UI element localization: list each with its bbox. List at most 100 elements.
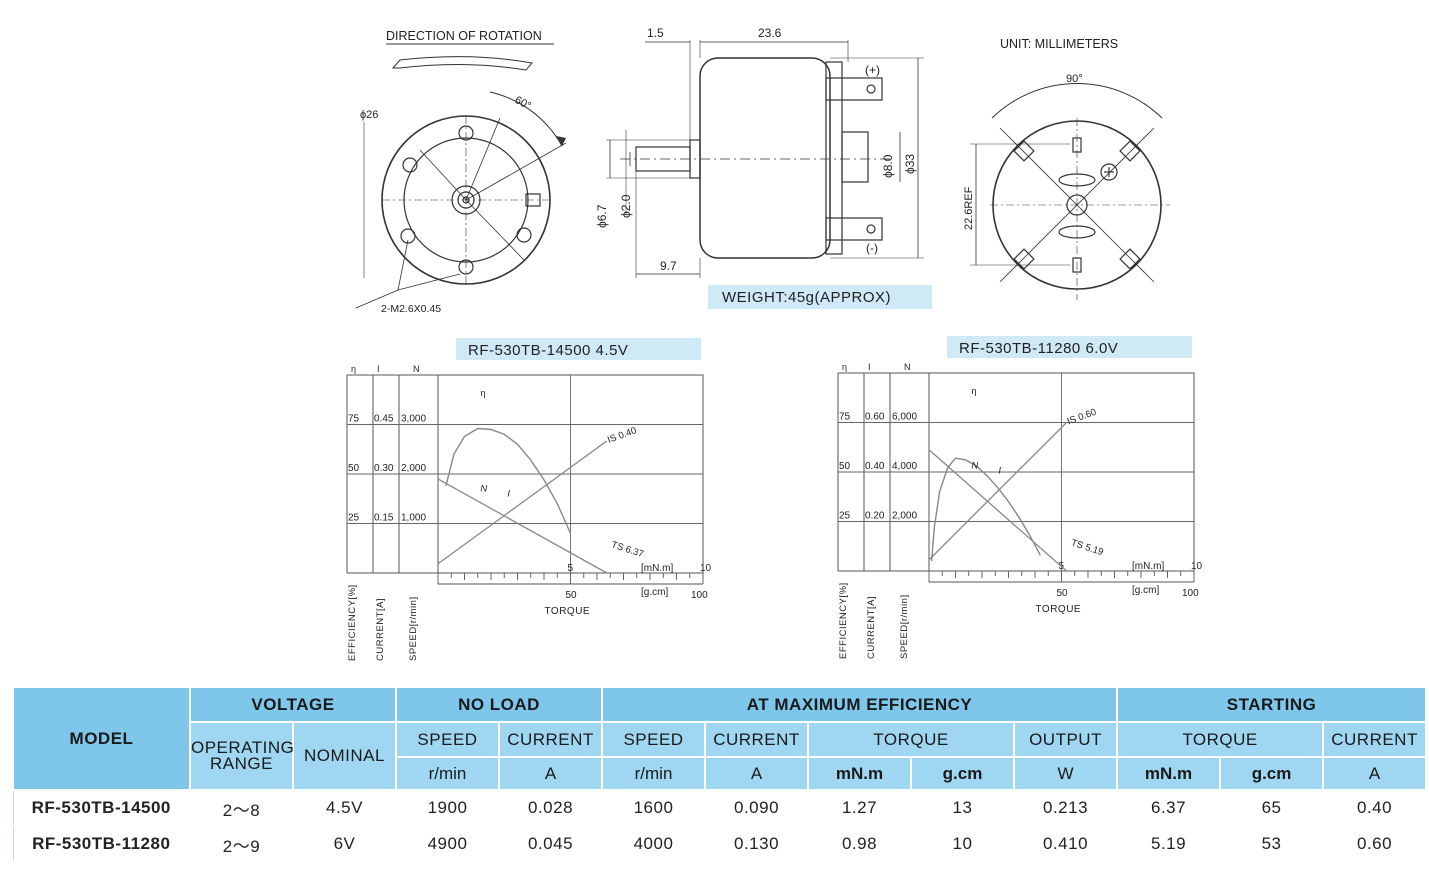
x-tick-label-mnm: 10 [700, 563, 712, 574]
x-tick-label-mnm: 10 [1191, 561, 1203, 572]
dim-23.6: 23.6 [758, 26, 782, 40]
cur-tick-label: 0.45 [374, 414, 394, 425]
table-cell: RF-530TB-14500 [12, 789, 191, 827]
table-cell: 1.27 [807, 789, 913, 827]
x-axis-label: TORQUE [545, 606, 591, 617]
cur-tick-label: 0.40 [865, 461, 885, 472]
table-cell: 0.60 [1322, 825, 1428, 863]
x-unit-gcm: [g.cm] [1132, 585, 1159, 596]
unit-st-a: A [1322, 756, 1428, 791]
direction-of-rotation-label: DIRECTION OF ROTATION [386, 29, 542, 43]
y-axis-label: EFFICIENCY[%] [347, 584, 358, 661]
cur-tick-label: 0.60 [865, 412, 885, 423]
chart-title-box [456, 338, 701, 360]
table-cell: 65 [1219, 789, 1325, 827]
efficiency-curve [930, 457, 1041, 562]
spd-tick-label: 6,000 [892, 412, 917, 423]
cur-tick-label: 0.20 [865, 511, 885, 522]
plus-terminal-label: (+) [865, 63, 880, 77]
table-cell: 0.090 [704, 789, 810, 827]
table-cell: 13 [910, 789, 1016, 827]
header-nl-speed: SPEED [395, 721, 500, 758]
header-voltage: VOLTAGE [189, 686, 397, 723]
unit-st-gcm: g.cm [1219, 756, 1325, 791]
eff-tick-label: 75 [839, 412, 851, 423]
unit-st-mnm: mN.m [1116, 756, 1222, 791]
weight-label: WEIGHT:45g(APPROX) [722, 289, 891, 306]
header-me-torque: TORQUE [807, 721, 1016, 758]
current-series-label: I [507, 489, 510, 500]
eta-label: η [971, 386, 976, 396]
diameter-26-label: ϕ26 [360, 109, 378, 121]
table-cell: RF-530TB-11280 [12, 825, 191, 863]
rear-angle-label: 90° [1066, 73, 1083, 85]
current-line [437, 440, 608, 565]
dim-8.0: ϕ8.0 [881, 154, 895, 178]
x-tick-label-gcm: 100 [1182, 588, 1199, 599]
header-starting: STARTING [1116, 686, 1428, 723]
eff-tick-label: 25 [348, 513, 360, 524]
table-cell: 1600 [601, 789, 707, 827]
table-cell: 1900 [395, 789, 500, 827]
unit-me-speed: r/min [601, 756, 707, 791]
y-axis-label: SPEED[r/min] [408, 596, 419, 661]
dim-9.7: 9.7 [660, 259, 677, 273]
table-cell: 0.213 [1013, 789, 1119, 827]
y-axis-label: CURRENT[A] [866, 596, 877, 659]
axis-symbol: N [904, 362, 911, 372]
table-cell: 2～8 [189, 789, 294, 827]
unit-nl-speed: r/min [395, 756, 500, 791]
y-axis-label: SPEED[r/min] [899, 594, 910, 659]
x-tick-label-gcm: 50 [1057, 588, 1069, 599]
spd-tick-label: 1,000 [401, 513, 426, 524]
stall-torque-label: TS 5.19 [1070, 537, 1105, 558]
eta-label: η [480, 388, 485, 398]
header-no-load: NO LOAD [394, 686, 604, 723]
table-cell: 2～9 [189, 825, 294, 863]
rear-ref-label: 22.6REF [963, 186, 975, 230]
unit-me-gcm: g.cm [910, 756, 1016, 791]
current-line [928, 422, 1067, 561]
efficiency-curve [445, 427, 572, 534]
header-st-current: CURRENT [1322, 721, 1428, 758]
header-me-speed: SPEED [601, 721, 707, 758]
spec-table: MODEL VOLTAGE NO LOAD AT MAXIMUM EFFICIE… [12, 686, 1428, 863]
table-cell: 4.5V [292, 789, 397, 827]
spd-tick-label: 4,000 [892, 461, 917, 472]
table-cell: 0.98 [807, 825, 913, 863]
header-nominal: NOMINAL [292, 721, 397, 791]
technical-drawings: DIRECTION OF ROTATION 60° ϕ26 2-M2.6X0.4… [346, 26, 1203, 661]
rotation-arrow-icon [391, 56, 533, 71]
weight-box [708, 285, 932, 309]
table-cell: 4900 [395, 825, 500, 863]
x-unit-mnm: [mN.m] [641, 563, 673, 574]
eff-tick-label: 50 [839, 461, 851, 472]
dim-1.5: 1.5 [647, 26, 664, 40]
speed-line [928, 449, 1067, 572]
y-axis-label: EFFICIENCY[%] [838, 582, 849, 659]
table-cell: 53 [1219, 825, 1325, 863]
eff-tick-label: 50 [348, 463, 360, 474]
eff-tick-label: 75 [348, 414, 360, 425]
axis-symbol: η [842, 362, 847, 372]
minus-terminal-label: (-) [866, 241, 878, 255]
dim-33: ϕ33 [903, 154, 917, 174]
side-view: (+) (-) 1.5 23.6 ϕ8.0 ϕ33 ϕ6.7 ϕ2.0 9.7 … [595, 26, 932, 309]
axis-symbol: N [413, 364, 420, 374]
header-me-output: OUTPUT [1013, 721, 1119, 758]
eff-tick-label: 25 [839, 511, 851, 522]
unit-me-w: W [1013, 756, 1119, 791]
dim-6.7: ϕ6.7 [595, 204, 609, 228]
stall-torque-label: TS 6.37 [610, 539, 645, 560]
unit-nl-current: A [497, 756, 604, 791]
header-st-torque: TORQUE [1116, 721, 1325, 758]
chart-title-box [947, 336, 1192, 358]
speed-series-label: N [971, 460, 978, 471]
stall-current-label: IS 0.40 [606, 425, 638, 446]
table-cell: 0.028 [498, 789, 604, 827]
header-nl-current: CURRENT [497, 721, 604, 758]
x-unit-mnm: [mN.m] [1132, 561, 1164, 572]
cur-tick-label: 0.30 [374, 463, 394, 474]
